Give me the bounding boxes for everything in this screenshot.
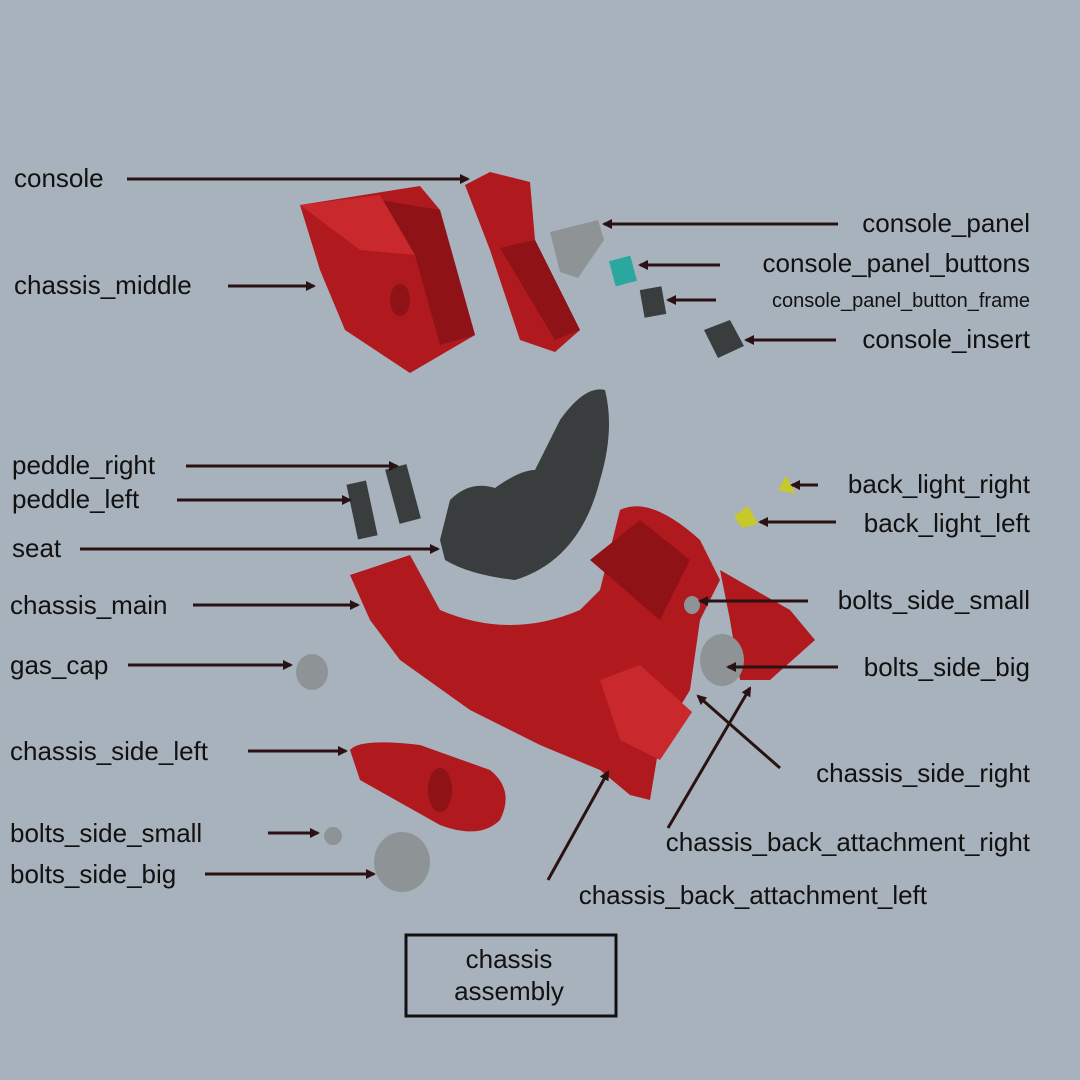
peddle-left-part bbox=[346, 480, 378, 540]
arrow-chassis-back-attachment-right bbox=[666, 686, 752, 829]
label-bolts-side-big-left: bolts_side_big bbox=[10, 859, 176, 889]
label-bolts-side-small-right: bolts_side_small bbox=[838, 585, 1030, 615]
label-console: console bbox=[14, 163, 104, 193]
label-console-insert: console_insert bbox=[862, 324, 1030, 354]
console-part bbox=[465, 172, 580, 352]
label-console-panel: console_panel bbox=[862, 208, 1030, 238]
label-chassis-side-left: chassis_side_left bbox=[10, 736, 209, 766]
label-chassis-side-right: chassis_side_right bbox=[816, 758, 1031, 788]
label-chassis-back-attachment-left: chassis_back_attachment_left bbox=[579, 880, 928, 910]
title-line-2: assembly bbox=[454, 976, 564, 1006]
console-panel-part bbox=[550, 220, 604, 278]
peddle-right-part bbox=[385, 464, 421, 524]
bolts-side-small-left-part bbox=[324, 827, 342, 845]
label-gas-cap: gas_cap bbox=[10, 650, 108, 680]
label-chassis-back-attachment-right: chassis_back_attachment_right bbox=[666, 827, 1031, 857]
arrow-chassis-back-attachment-left bbox=[546, 770, 610, 881]
label-chassis-middle: chassis_middle bbox=[14, 270, 192, 300]
console-insert-part bbox=[704, 320, 744, 358]
bolts-side-small-right-part bbox=[684, 596, 700, 614]
title-line-1: chassis bbox=[466, 944, 553, 974]
bolts-side-big-right-part bbox=[700, 634, 744, 686]
label-back-light-left: back_light_left bbox=[864, 508, 1031, 538]
gas-cap-part bbox=[296, 654, 328, 690]
leader-arrows bbox=[80, 174, 838, 881]
chassis-middle-part bbox=[300, 186, 475, 373]
chassis-main-part bbox=[350, 506, 815, 800]
label-peddle-left: peddle_left bbox=[12, 484, 140, 514]
arrow-chassis-side-right bbox=[696, 694, 781, 770]
label-peddle-right: peddle_right bbox=[12, 450, 156, 480]
label-console-panel-buttons: console_panel_buttons bbox=[763, 248, 1030, 278]
back-light-left-part bbox=[734, 506, 758, 528]
label-seat: seat bbox=[12, 533, 62, 563]
seat-part bbox=[440, 389, 609, 580]
title-box: chassis assembly bbox=[404, 933, 618, 1018]
bolts-side-big-left-part bbox=[374, 832, 430, 892]
label-back-light-right: back_light_right bbox=[848, 469, 1031, 499]
console-panel-buttons-part bbox=[609, 255, 637, 287]
label-chassis-main: chassis_main bbox=[10, 590, 168, 620]
label-console-panel-button-frame: console_panel_button_frame bbox=[772, 290, 1030, 312]
label-bolts-side-big-right: bolts_side_big bbox=[864, 652, 1030, 682]
labels-left: console chassis_middle peddle_right pedd… bbox=[10, 163, 209, 889]
chassis-side-left-part bbox=[350, 742, 506, 832]
labels-right: console_panel console_panel_buttons cons… bbox=[579, 208, 1031, 910]
console-panel-button-frame-part bbox=[639, 286, 667, 318]
label-bolts-side-small-left: bolts_side_small bbox=[10, 818, 202, 848]
